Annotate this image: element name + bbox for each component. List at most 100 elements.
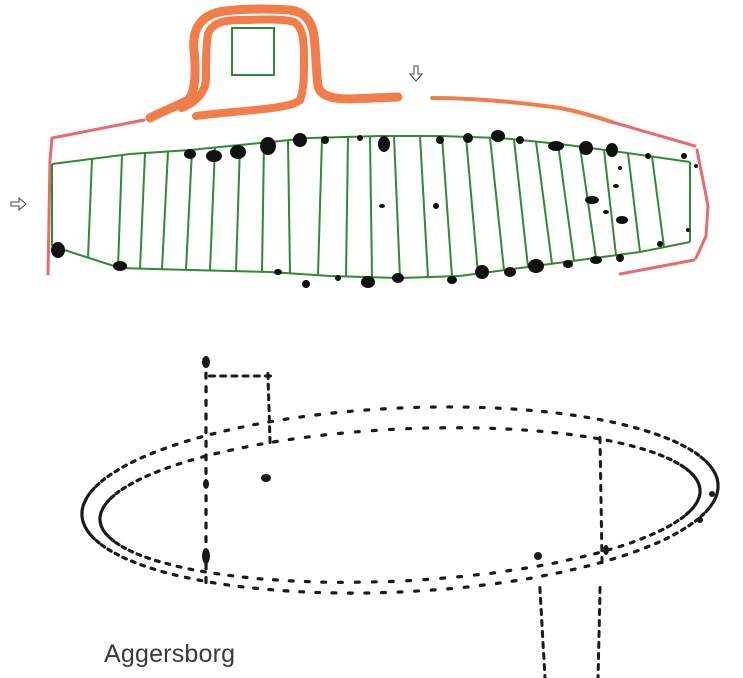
dash-mark (330, 591, 338, 595)
dash-mark (396, 590, 404, 594)
post-hole (113, 261, 127, 271)
wing-dash-a (540, 618, 544, 627)
dash-mark (621, 422, 629, 428)
post-hole (230, 145, 246, 159)
dash-mark (684, 510, 691, 516)
dash-mark (287, 437, 295, 442)
annex-dash-right (266, 372, 270, 380)
dash-mark (237, 584, 245, 589)
dash-mark (489, 571, 497, 575)
post-hole (378, 136, 390, 152)
wall-dash-right (600, 556, 604, 564)
wing-dash-b (597, 608, 602, 616)
post-hole (51, 242, 65, 258)
wall-right-top (610, 120, 697, 148)
dash-mark (121, 463, 128, 469)
dash-mark (363, 591, 371, 595)
dash-mark (555, 570, 563, 575)
dash-mark (183, 575, 191, 580)
dash-mark (175, 564, 183, 569)
wall-dash-right (600, 532, 604, 540)
dash-mark (171, 442, 179, 448)
post-hole (606, 143, 618, 157)
dash-mark (704, 459, 711, 466)
dash-mark (505, 568, 513, 573)
dash-mark (422, 426, 430, 430)
post-hole (357, 135, 363, 141)
annex-dash-top (208, 374, 216, 378)
dash-mark (478, 583, 486, 587)
upper-plan (10, 4, 710, 288)
dash-mark (648, 449, 656, 455)
dash-mark (94, 482, 101, 488)
post-hole (206, 150, 222, 162)
dash-mark (370, 428, 378, 433)
dash-mark (494, 581, 502, 586)
dash-mark (413, 405, 421, 410)
dash-mark (127, 548, 135, 554)
dash-mark (282, 417, 290, 422)
wing-dash-a (541, 641, 545, 650)
dash-mark (405, 578, 413, 583)
post-hole (563, 260, 573, 268)
post-hole (436, 136, 444, 144)
lower-plan (80, 356, 720, 678)
dash-mark (135, 552, 143, 557)
dash-mark (657, 527, 665, 533)
dash-mark (672, 439, 679, 445)
dash-mark (639, 446, 647, 452)
post-hole (579, 141, 593, 155)
dash-mark (314, 412, 322, 417)
dash-mark (336, 431, 344, 436)
dash-mark (665, 456, 673, 462)
dash-mark (540, 573, 548, 578)
dash-mark (609, 420, 617, 425)
dash-mark (213, 451, 221, 456)
dash-mark (462, 405, 470, 409)
dash-mark (462, 585, 470, 589)
dash-mark (370, 580, 378, 584)
post-hole (504, 267, 516, 277)
dash-mark (346, 409, 354, 414)
wing-dash-a (538, 586, 542, 594)
dash-mark (104, 498, 111, 505)
dash-mark (579, 554, 587, 559)
wall-dash-left (204, 494, 208, 503)
dash-mark (472, 426, 480, 430)
dash-mark (256, 442, 264, 447)
dash-mark (144, 473, 151, 479)
dash-mark (446, 586, 454, 591)
wing-dash-b (596, 652, 601, 660)
dash-mark (86, 491, 92, 498)
wing-dash-a (542, 651, 546, 660)
dash-mark (593, 551, 600, 556)
dash-mark (617, 441, 625, 446)
wing-dash-a (543, 674, 547, 678)
wall-dash-left (204, 385, 208, 394)
dash-mark (379, 407, 387, 411)
post-hole (603, 210, 609, 214)
post-hole (447, 276, 457, 284)
frame-line (261, 142, 265, 272)
dash-mark (113, 468, 120, 474)
dash-mark (89, 486, 96, 493)
dash-mark (704, 507, 711, 514)
dash-mark (298, 590, 306, 594)
dash-mark (363, 408, 371, 412)
dash-mark (99, 543, 107, 549)
post-mark (202, 548, 210, 564)
dash-mark (596, 417, 604, 422)
annex-dash-right (268, 425, 272, 434)
dash-mark (139, 454, 147, 460)
wing-dash-b (596, 662, 600, 671)
dash-mark (241, 445, 249, 450)
post-hole (184, 149, 196, 159)
dash-mark (510, 579, 518, 583)
annex-dash-top (219, 374, 228, 378)
wall-dash-right (598, 436, 602, 444)
dash-mark (605, 438, 613, 443)
dash-mark (579, 434, 587, 439)
frame-line (603, 149, 617, 256)
dash-mark (673, 519, 680, 525)
frame-line (87, 158, 93, 258)
